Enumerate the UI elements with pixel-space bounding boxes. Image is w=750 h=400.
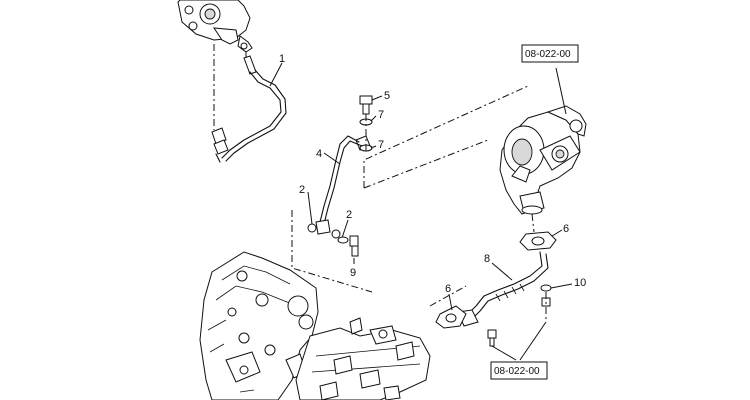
reference-label-bottom: 08-022-00 <box>494 366 540 377</box>
callout-6b: 6 <box>445 283 451 295</box>
callout-7b: 7 <box>378 139 384 151</box>
callout-1: 1 <box>279 53 285 65</box>
reference-label-top: 08-022-00 <box>525 49 571 60</box>
bolt-9 <box>337 235 359 257</box>
callout-8: 8 <box>484 253 490 265</box>
callout-2a: 2 <box>299 184 305 196</box>
reference-box-bottom: 08-022-00 <box>490 361 548 380</box>
washer-10 <box>540 284 552 322</box>
callout-5: 5 <box>384 90 390 102</box>
callout-10: 10 <box>574 277 586 289</box>
pump-housing <box>177 0 253 53</box>
callout-2b: 2 <box>346 209 352 221</box>
callout-9: 9 <box>350 267 356 279</box>
engine-block <box>199 251 431 400</box>
gasket-6-turbo <box>519 231 557 251</box>
turbocharger <box>499 105 587 215</box>
reference-box-top: 08-022-00 <box>521 44 579 63</box>
callout-6a: 6 <box>563 223 569 235</box>
callout-7a: 7 <box>378 109 384 121</box>
gasket-6-block <box>435 305 467 329</box>
bolt-lower <box>487 329 497 347</box>
callout-4: 4 <box>316 148 322 160</box>
pipe-1 <box>211 44 287 163</box>
pipe-8 <box>457 251 549 327</box>
